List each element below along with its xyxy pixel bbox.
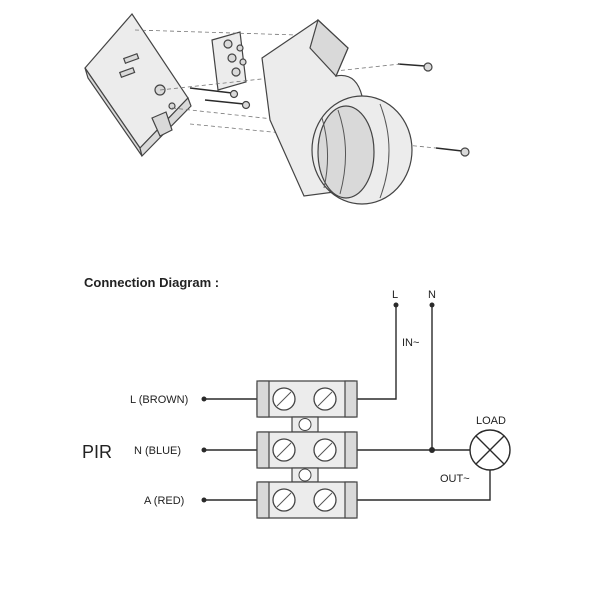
neutral-supply-label: N (428, 289, 436, 301)
mounting-illustration (84, 13, 470, 205)
screw (397, 62, 433, 72)
screw (189, 87, 239, 99)
out-label: OUT~ (440, 473, 470, 485)
plate-slot (118, 66, 136, 78)
load-label: LOAD (476, 415, 506, 427)
wire-label-n: N (BLUE) (134, 445, 181, 457)
terminal-a (256, 481, 358, 519)
neutral-junction (429, 447, 435, 453)
wire-label-a: A (RED) (144, 495, 184, 507)
live-wire (357, 305, 397, 400)
terminal-block-exploded (211, 31, 247, 91)
lamp-cross (475, 435, 505, 465)
plate-slot (122, 52, 140, 64)
sensor-housing (261, 18, 413, 205)
wire-label-l: L (BROWN) (130, 394, 188, 406)
live-supply-label: L (392, 289, 398, 301)
screw (204, 99, 251, 110)
in-label: IN~ (402, 337, 419, 349)
supply-lines: L N IN~ (357, 289, 470, 453)
terminal-l (256, 380, 358, 418)
load-return-wire (357, 470, 491, 501)
screw (435, 147, 470, 157)
plate-clip (151, 111, 173, 137)
load-lamp: LOAD OUT~ (357, 415, 511, 501)
terminal-block (256, 380, 358, 519)
mounting-plate (84, 13, 192, 158)
pir-label: PIR (82, 442, 112, 462)
wire-row-l: L (BROWN) (130, 394, 257, 406)
diagram-title: Connection Diagram : (84, 275, 219, 290)
terminal-n (256, 431, 358, 469)
plate-screw-hole (168, 102, 176, 110)
wire-row-n: N (BLUE) (134, 445, 257, 457)
wire-row-a: A (RED) (144, 495, 257, 507)
